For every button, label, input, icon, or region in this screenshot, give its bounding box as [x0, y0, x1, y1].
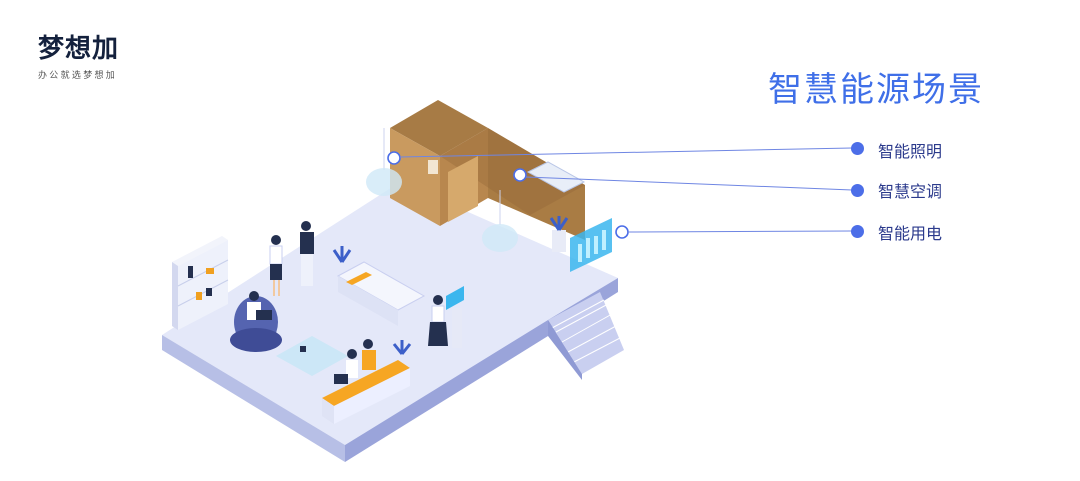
- ac-line: [525, 176, 853, 191]
- power-line: [627, 230, 853, 233]
- floor-right-edge: [345, 320, 548, 462]
- power-dot: [851, 225, 864, 238]
- logo-slogan: 办公就选梦想加: [38, 71, 118, 81]
- energy-display: [570, 218, 612, 272]
- bean-bag: [230, 296, 282, 352]
- brand-logo: 梦想加 办公就选梦想加: [38, 34, 119, 81]
- plant-corner: [549, 216, 569, 252]
- yellow-sofa: [322, 360, 410, 424]
- ac-marker: [513, 168, 527, 182]
- bookshelf: [172, 236, 229, 330]
- plant-floor: [332, 246, 412, 355]
- floor-left-edge: [162, 335, 345, 462]
- lighting-dot: [851, 142, 864, 155]
- ac-dot: [851, 184, 864, 197]
- power-marker: [615, 225, 629, 239]
- air-conditioner: [526, 161, 586, 193]
- kiosk: [446, 286, 464, 348]
- glass-table: [276, 336, 348, 376]
- label-lighting: 智能照明: [878, 142, 943, 161]
- lighting-line: [399, 147, 853, 158]
- label-power: 智能用电: [878, 224, 943, 243]
- logo-wordmark: 梦想加: [38, 34, 120, 64]
- meeting-room: [390, 100, 585, 240]
- stairs: [548, 292, 624, 380]
- label-air-conditioning: 智慧空调: [878, 182, 943, 201]
- lounge-bench: [336, 261, 426, 326]
- lighting-marker: [387, 151, 401, 165]
- callout-lines: [387, 147, 853, 239]
- ceiling-lamps: [366, 128, 518, 252]
- page-title: 智慧能源场景: [768, 70, 984, 110]
- people: [247, 221, 448, 384]
